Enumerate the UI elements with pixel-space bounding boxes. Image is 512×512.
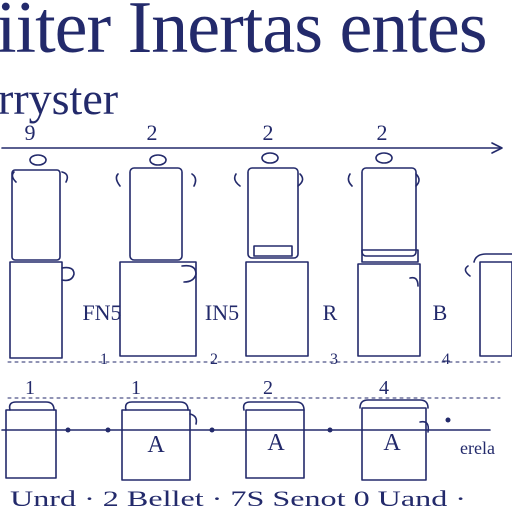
top-flow-arrowhead [491,142,503,154]
bottom-step-label-3: 2 [263,377,273,399]
footer-caption: Unrd · 2 Bellet · 7S Senot 0 Uand · [10,486,466,511]
bottom-vessel-mark-3: A [383,430,401,456]
top-number-1: 1 [100,351,108,368]
bottom-side-label: erela [460,438,495,458]
top-step-label-3: 2 [263,120,274,145]
top-number-4: 4 [442,351,450,368]
top-vessel-3 [233,152,309,357]
bottom-vessel-4 [359,399,430,481]
bottom-vessel-mark-1: A [147,432,165,458]
top-step-label-2: 2 [147,120,158,145]
diagram-subtitle: rryster [0,73,119,124]
bottom-step-label-4: 4 [379,377,389,399]
top-vessel-2 [115,154,197,357]
bottom-vessel-2 [121,401,198,481]
bottom-step-label-2: 1 [131,377,141,399]
top-number-2: 2 [210,351,218,368]
top-vessel-label-3: R [323,300,338,325]
bottom-vessel-3 [242,401,305,479]
bottom-vessel-1 [5,401,57,479]
bottom-step-label-1: 1 [25,377,35,399]
top-vessel-label-2: IN5 [205,300,239,325]
top-number-3: 3 [330,351,338,368]
top-vessel-1 [9,154,75,359]
top-step-label-1: 9 [25,120,36,145]
top-step-label-4: 2 [377,120,388,145]
diagram-title: iiter Inertas entes [0,0,488,69]
top-vessel-4 [347,152,421,357]
top-vessel-label-4: B [433,300,448,325]
bottom-vessel-mark-2: A [267,430,285,456]
top-vessel-5 [464,253,512,357]
top-vessel-label-1: FN5 [82,300,121,325]
